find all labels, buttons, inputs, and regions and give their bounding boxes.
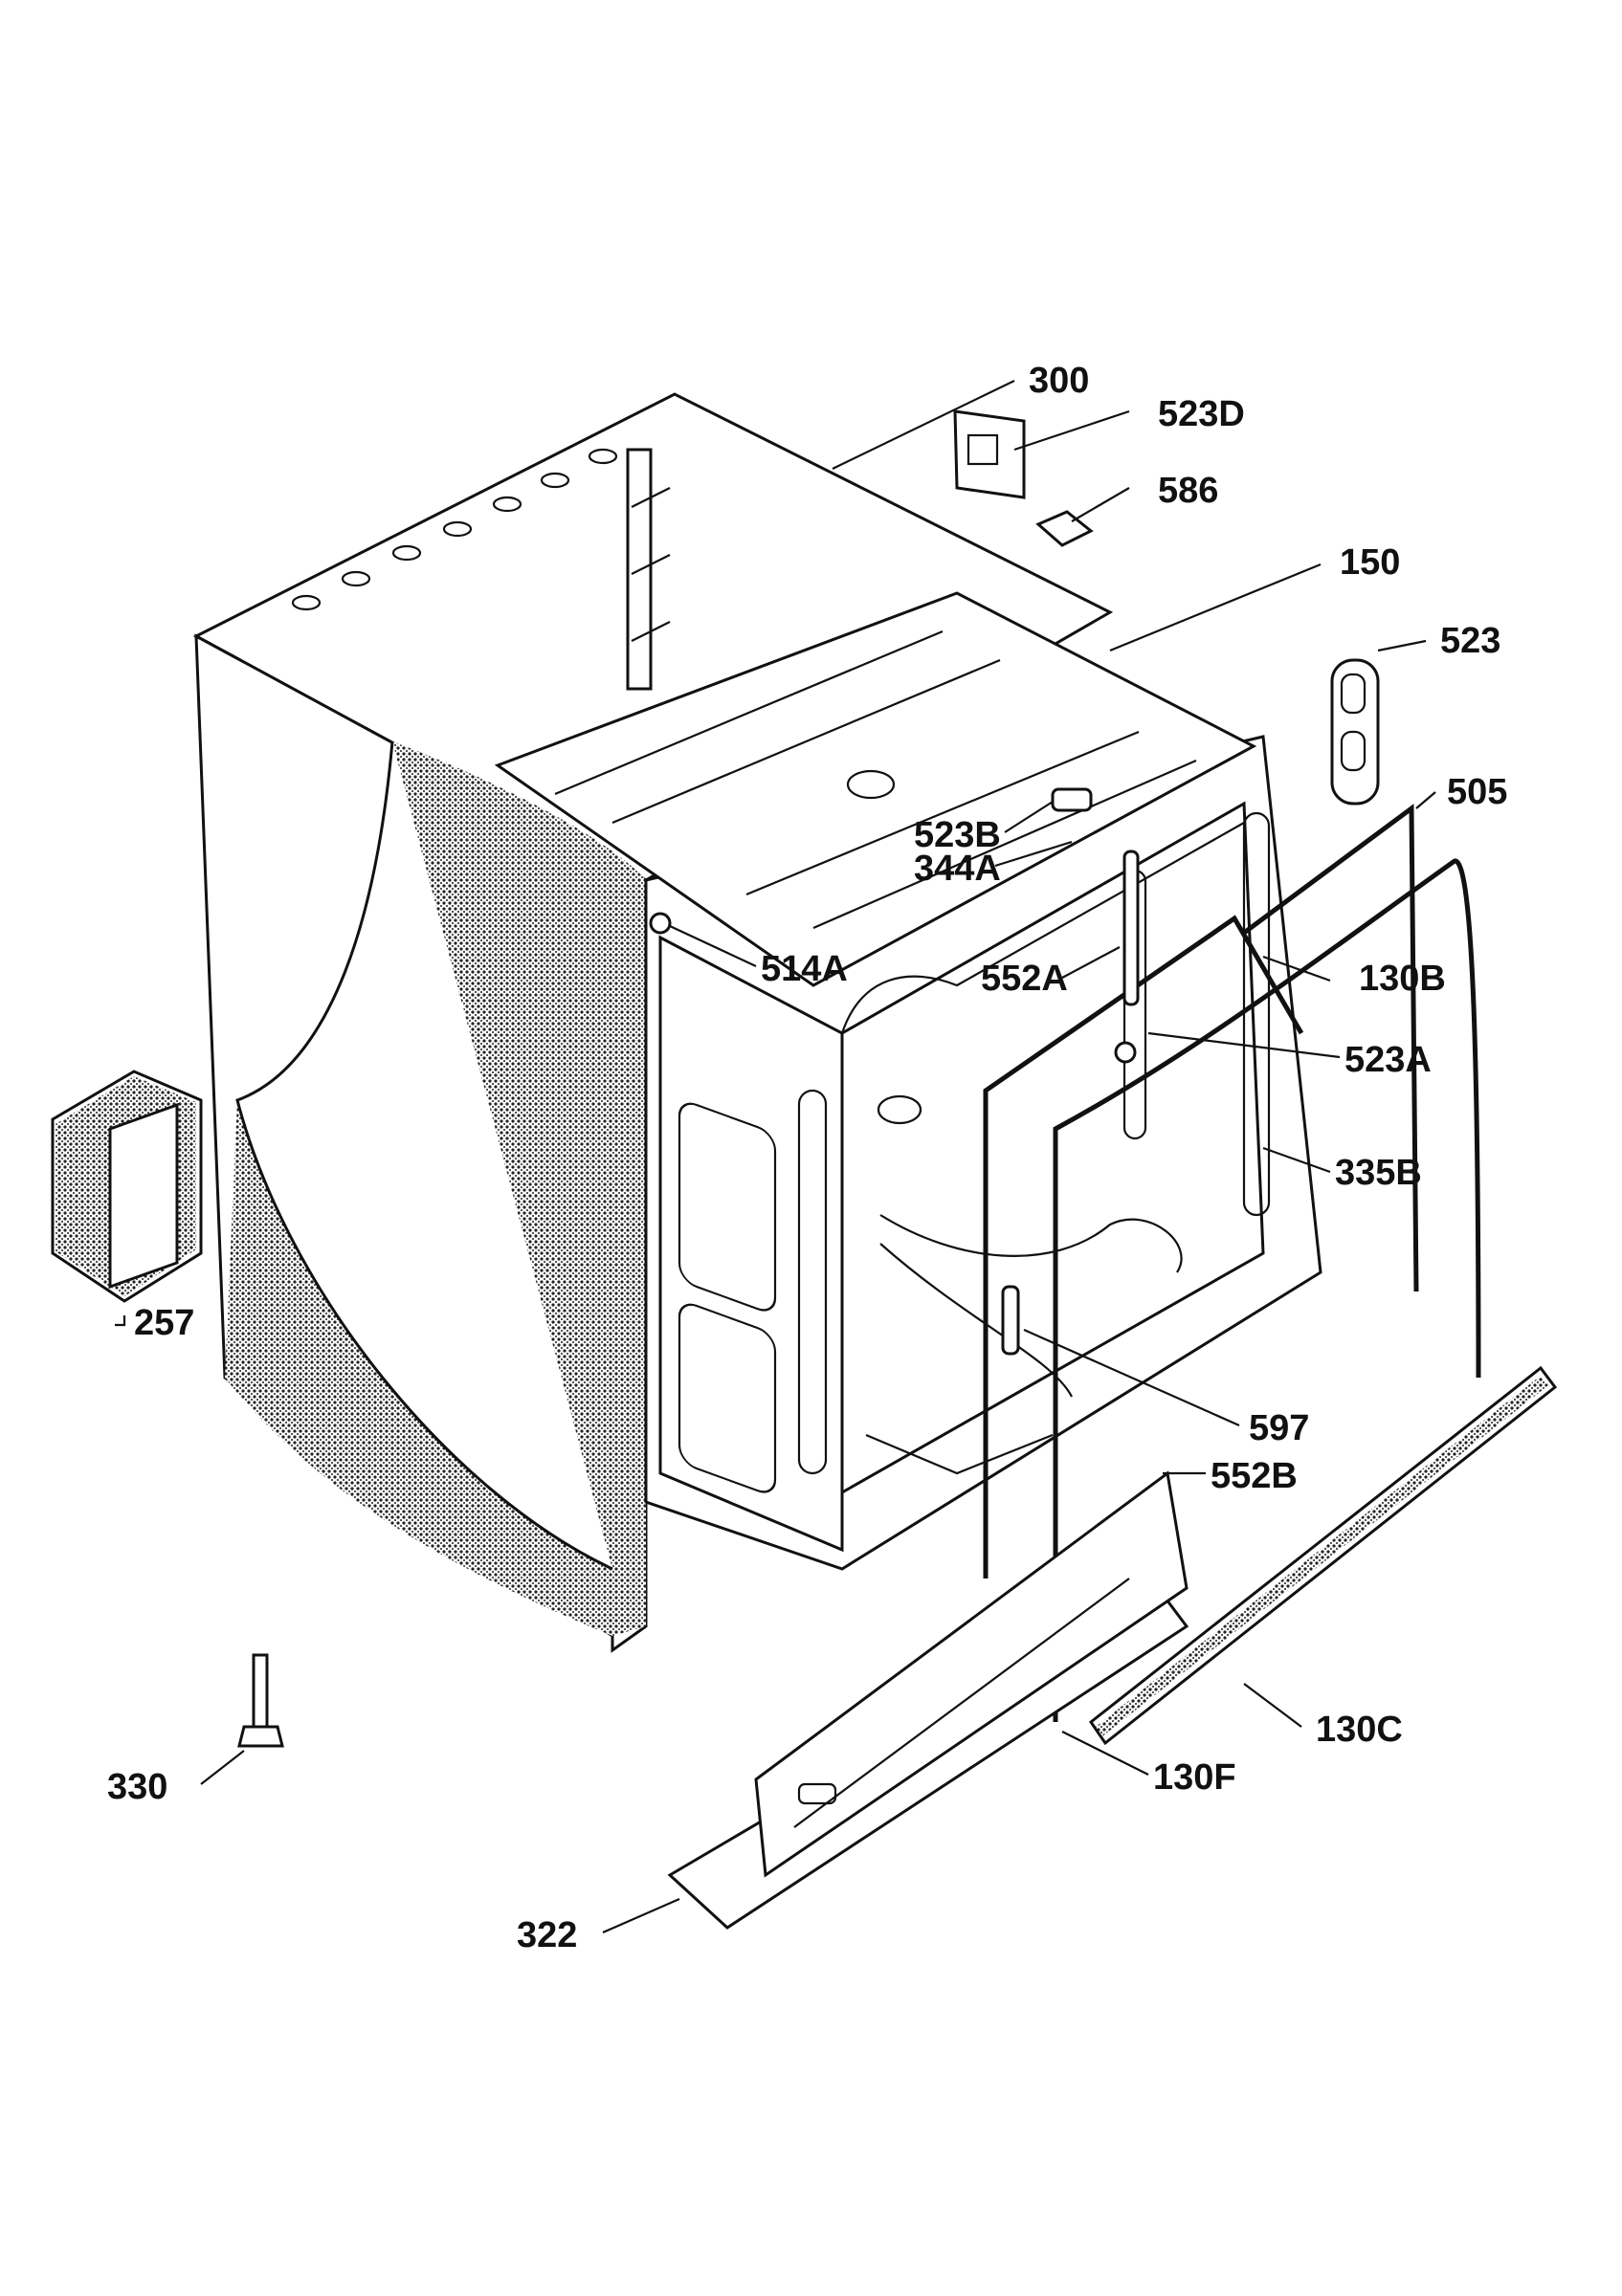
callout-523B: 523B [914, 815, 1001, 855]
part-257 [51, 1070, 203, 1303]
tub-ceiling [494, 591, 1257, 987]
callout-150: 150 [1340, 542, 1400, 583]
hinge-552A [1122, 850, 1140, 1006]
seal-130F [1053, 858, 1481, 1722]
callout-523A: 523A [1344, 1040, 1432, 1080]
part-523A [1114, 1041, 1137, 1064]
door-seals [983, 804, 1481, 1722]
callout-257: 257 [134, 1303, 194, 1343]
callout-505: 505 [1447, 772, 1507, 812]
callout-130C: 130C [1316, 1710, 1403, 1750]
callout-523: 523 [1440, 621, 1500, 661]
seal-505 [1242, 804, 1419, 1292]
small-parts [51, 409, 1380, 1748]
callout-labels: 300 523D 586 150 523 505 523B 344A 514A … [107, 361, 1507, 1955]
callout-514A: 514A [761, 949, 848, 989]
base-rail-322 [667, 1470, 1189, 1930]
part-597 [1001, 1285, 1020, 1356]
part-330 [237, 1653, 284, 1748]
plinth-seal-130C [1088, 1365, 1558, 1746]
leader-lines [115, 380, 1436, 1934]
callout-344A: 344A [914, 849, 1001, 889]
callout-330: 330 [107, 1767, 167, 1807]
part-523B [1051, 787, 1093, 812]
top-holes [291, 448, 618, 611]
callout-335B: 335B [1335, 1153, 1422, 1193]
tub-inner-left [658, 935, 844, 1553]
part-586 [1035, 510, 1094, 547]
callout-130F: 130F [1153, 1757, 1236, 1798]
dishwasher-body [192, 392, 1322, 1653]
seal-130B [983, 915, 1304, 1578]
callout-300: 300 [1029, 361, 1089, 401]
callout-552A: 552A [981, 959, 1068, 999]
callout-322: 322 [517, 1915, 577, 1955]
tub-inner-back [840, 801, 1265, 1495]
callout-130B: 130B [1359, 959, 1446, 999]
callout-586: 586 [1158, 471, 1218, 511]
sump-fitting [877, 1094, 922, 1125]
callout-523D: 523D [1158, 394, 1245, 434]
part-514A [649, 912, 672, 935]
part-523D [953, 409, 1026, 499]
callout-552B: 552B [1211, 1456, 1298, 1496]
callout-597: 597 [1249, 1408, 1309, 1448]
